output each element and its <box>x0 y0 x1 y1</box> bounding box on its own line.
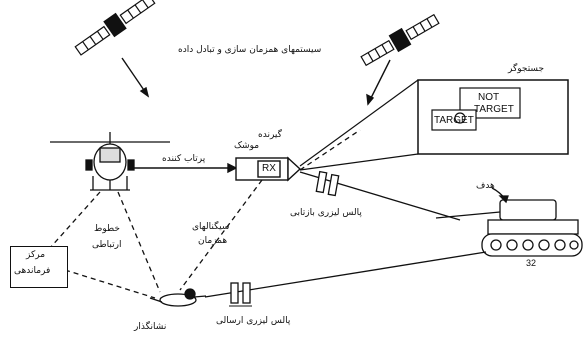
tank-icon <box>435 199 583 257</box>
not-target-label-2: TARGET <box>474 104 514 115</box>
command-center-label: مرکز <box>26 250 46 260</box>
helicopter-icon <box>50 132 170 191</box>
missile-icon <box>235 156 302 182</box>
launch-arrow <box>130 162 238 174</box>
sync-signals-label-2: همزمان <box>198 236 228 246</box>
target-pointer-arrow <box>491 187 509 204</box>
command-center-box <box>10 246 68 288</box>
tank-number-label: 32 <box>526 258 537 268</box>
satellite-link-arrows <box>121 57 391 106</box>
comm-lines-label: خطوط <box>94 224 120 234</box>
not-target-label: NOT <box>478 92 500 103</box>
seeker-view <box>417 79 569 155</box>
sync-signal-line <box>179 129 361 291</box>
seeker-label: جستجوگر <box>508 64 545 74</box>
receiver-label: گیرنده <box>258 130 282 140</box>
command-center-label-2: فرماندهی <box>14 266 51 276</box>
target-label: هدف <box>476 181 495 191</box>
rx-label: RX <box>262 163 276 174</box>
sync-signals-label: سیگنالهای <box>192 222 230 232</box>
reflected-pulse-label: پالس لیزری بازتابی <box>290 208 362 218</box>
satellite-left-icon <box>74 0 156 56</box>
seeker-projection-lines <box>299 79 419 171</box>
sent-laser-path <box>204 251 487 307</box>
designator-label: نشانگذار <box>134 322 167 332</box>
reflected-laser-path <box>299 170 461 221</box>
comm-lines-label-2: ارتباطی <box>92 240 122 250</box>
sync-systems-label: سیستمهای همزمان سازی و تبادل داده <box>178 45 322 55</box>
comm-lines <box>49 191 161 299</box>
target-box-label: TARGET <box>434 115 474 126</box>
missile-label: موشک <box>234 141 260 151</box>
satellite-right-icon <box>360 13 440 67</box>
launcher-label: پرتاب کننده <box>162 154 206 164</box>
designator-soldier-icon <box>149 288 207 307</box>
sent-pulse-label: پالس لیزری ارسالی <box>216 316 291 326</box>
